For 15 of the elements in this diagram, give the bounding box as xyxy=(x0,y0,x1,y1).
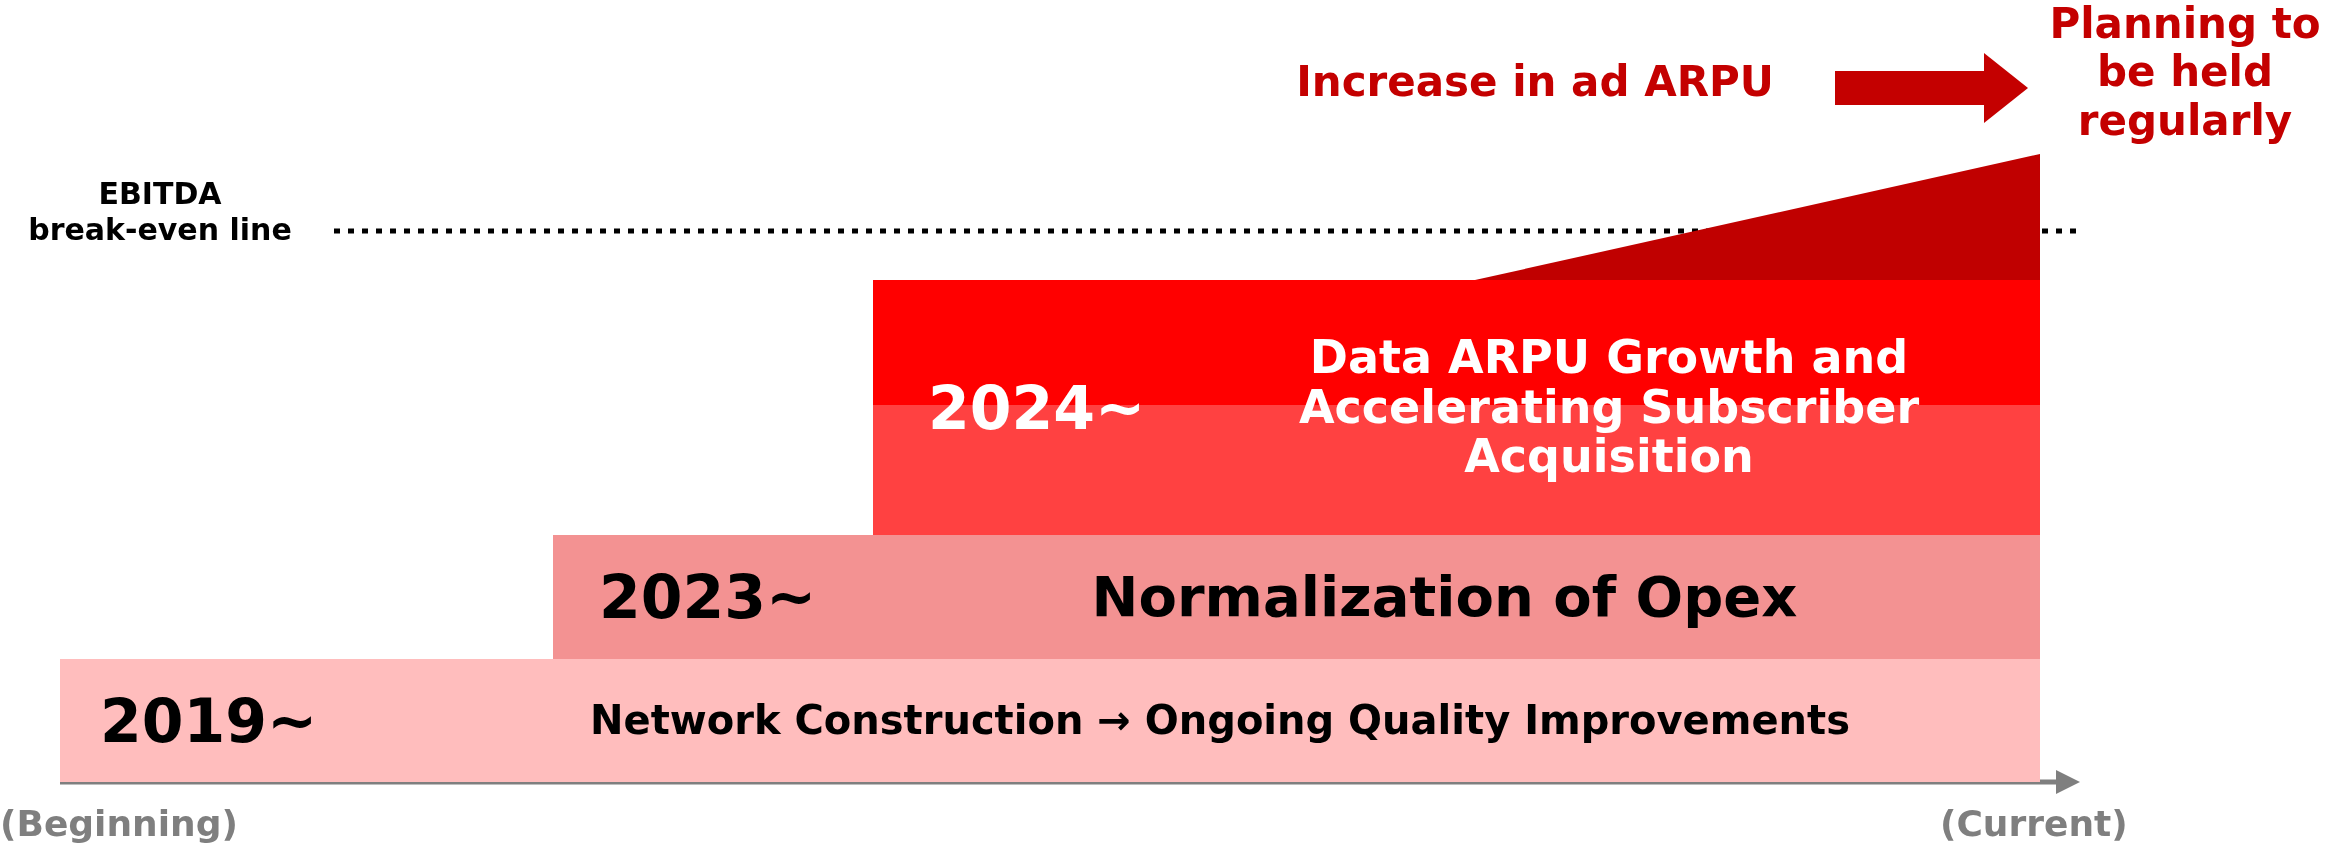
axis-label: EBITDA break-even line xyxy=(27,176,293,248)
axis-label: (Beginning) xyxy=(0,802,239,846)
stage-band xyxy=(553,535,2040,659)
note-text: Planning to be held regularly xyxy=(2030,0,2340,145)
stage-year: 2019~ xyxy=(100,685,319,756)
stage-year: 2024~ xyxy=(928,372,1147,443)
stage-description: Normalization of Opex xyxy=(1090,566,1799,628)
block-arrow xyxy=(1835,53,2028,123)
stage-description: Data ARPU Growth and Accelerating Subscriber Acquisition xyxy=(1297,333,1921,482)
stage-year: 2023~ xyxy=(599,562,818,632)
stage-band xyxy=(873,280,2040,535)
stage-band xyxy=(60,659,2040,782)
stage-description: Network Construction → Ongoing Quality Improvements xyxy=(589,698,1851,743)
note-text: Increase in ad ARPU xyxy=(1245,58,1825,107)
axis-label: (Current) xyxy=(1940,802,2129,846)
